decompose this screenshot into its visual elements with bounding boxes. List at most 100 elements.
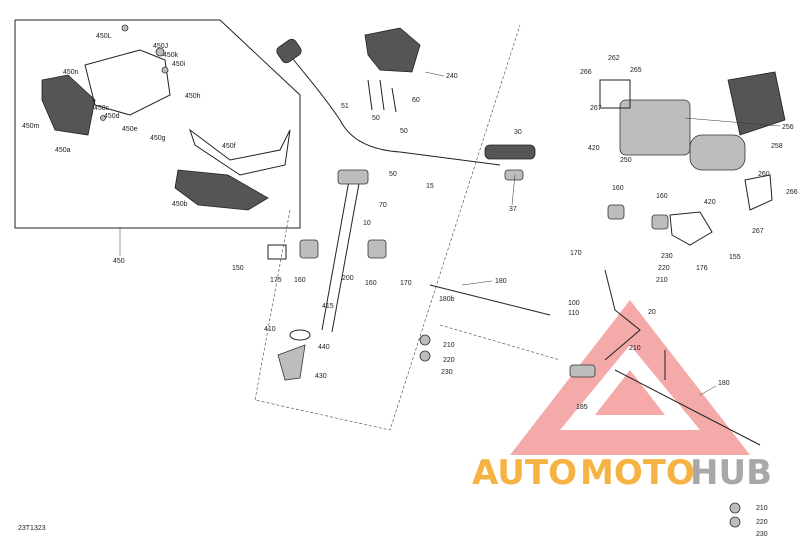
eps-housing [619,99,691,156]
callout-label: 50 [372,115,380,122]
bolt-450l [121,24,129,32]
callout-label: 210 [443,342,455,349]
callout-label: 110 [568,310,579,317]
callout-label: 450e [122,126,138,133]
watermark-text-moto: MOTO [580,453,695,493]
callout-label: 50 [400,128,408,135]
handlebar-assembly [276,27,536,181]
callout-label: 450L [96,33,112,40]
callout-label: 262 [608,55,620,62]
handguard-left-shape [41,74,96,136]
assembly-boundary [254,24,521,431]
callout-label: 450 [113,258,125,265]
tie-rods [419,284,761,528]
callout-label: 415 [322,303,334,310]
callout-label: 450m [22,123,40,130]
callout-label: 10 [363,220,371,227]
callout-label: 180 [495,278,507,285]
leader-37 [511,174,516,206]
handguard-bracket-lower [189,128,291,176]
column-clamp [337,169,369,185]
callout-label: 160 [294,277,306,284]
callout-label: 180 [718,380,730,387]
callout-label: 210 [629,345,641,352]
grip-left [276,38,302,64]
callout-label: 170 [400,280,412,287]
callout-label: 267 [590,105,602,112]
tie-rod-axis-upper [439,324,561,361]
callout-label: 250 [620,157,632,164]
heat-shield-256 [727,71,786,136]
callout-label: 100 [568,300,580,307]
callout-label: 258 [771,143,783,150]
bolt-60a [367,79,373,111]
leader-240 [424,71,445,77]
callout-label: 155 [729,254,741,261]
eps-motor [689,134,746,171]
callout-label: 450b [172,201,188,208]
leader-256 [684,117,781,127]
leader-180-lower [699,385,717,396]
handlebar [289,54,501,166]
callout-label: 420 [704,199,716,206]
grip-right [484,144,536,160]
bolt-60c [391,87,397,113]
callout-label: 70 [379,202,387,209]
bolt-60b [379,79,385,111]
callout-label: 220 [658,265,670,272]
callout-label: 450a [55,147,71,154]
callout-label: 180b [439,296,455,303]
callout-label: 185 [576,404,588,411]
callout-label: 450f [222,143,236,150]
handguard-right-shape [174,169,269,211]
tie-rod-180-upper [429,284,551,316]
callout-label: 240 [446,73,458,80]
callout-label: 230 [441,369,453,376]
callout-label: 450k [163,52,179,59]
watermark-triangle-core [595,370,665,415]
callout-label: 256 [782,124,794,131]
throttle-37 [504,169,524,181]
handguard-inset [14,19,301,229]
bracket-176 [669,211,713,246]
washer-450j [155,47,165,57]
callout-label: 260 [758,171,770,178]
link-185 [569,364,596,378]
callout-label: 450g [150,135,166,142]
watermark-text-hub: HUB [690,453,772,493]
watermark: AUTO MOTO HUB [472,300,772,493]
callout-label: 430 [315,373,327,380]
callout-label: 30 [514,129,522,136]
bushing-160-right [367,239,387,259]
callout-label: 450c [94,105,110,112]
callout-label: 450d [104,113,120,120]
bracket-260 [744,174,773,211]
callout-label: 220 [756,519,768,526]
washer-210-left [419,334,431,346]
callout-label: 420 [588,145,600,152]
callout-label: 200 [342,275,354,282]
callout-label: 150 [232,265,244,272]
callout-label: 15 [426,183,434,190]
bushing-160-eps-left [607,204,625,220]
callout-label: 230 [661,253,673,260]
leader-180 [461,280,493,286]
bushing-160-left [299,239,319,259]
handguard-bracket-upper [84,49,171,116]
callout-label: 450J [153,43,168,50]
bushing-160-eps-right [651,214,669,230]
callout-label: 50 [389,171,397,178]
bolt-450d [100,115,106,121]
washer-220-right [729,516,741,528]
callout-label: 160 [656,193,668,200]
callout-label: 450n [63,69,79,76]
boot-430 [277,344,306,381]
callout-label: 450h [185,93,201,100]
callout-label: 51 [341,103,349,110]
washer-210-right [729,502,741,514]
callout-label: 175 [270,277,282,284]
steering-column [267,169,387,381]
callout-label: 266 [580,69,592,76]
diagram-code: 23T1323 [18,525,46,532]
callout-label: 20 [648,309,656,316]
